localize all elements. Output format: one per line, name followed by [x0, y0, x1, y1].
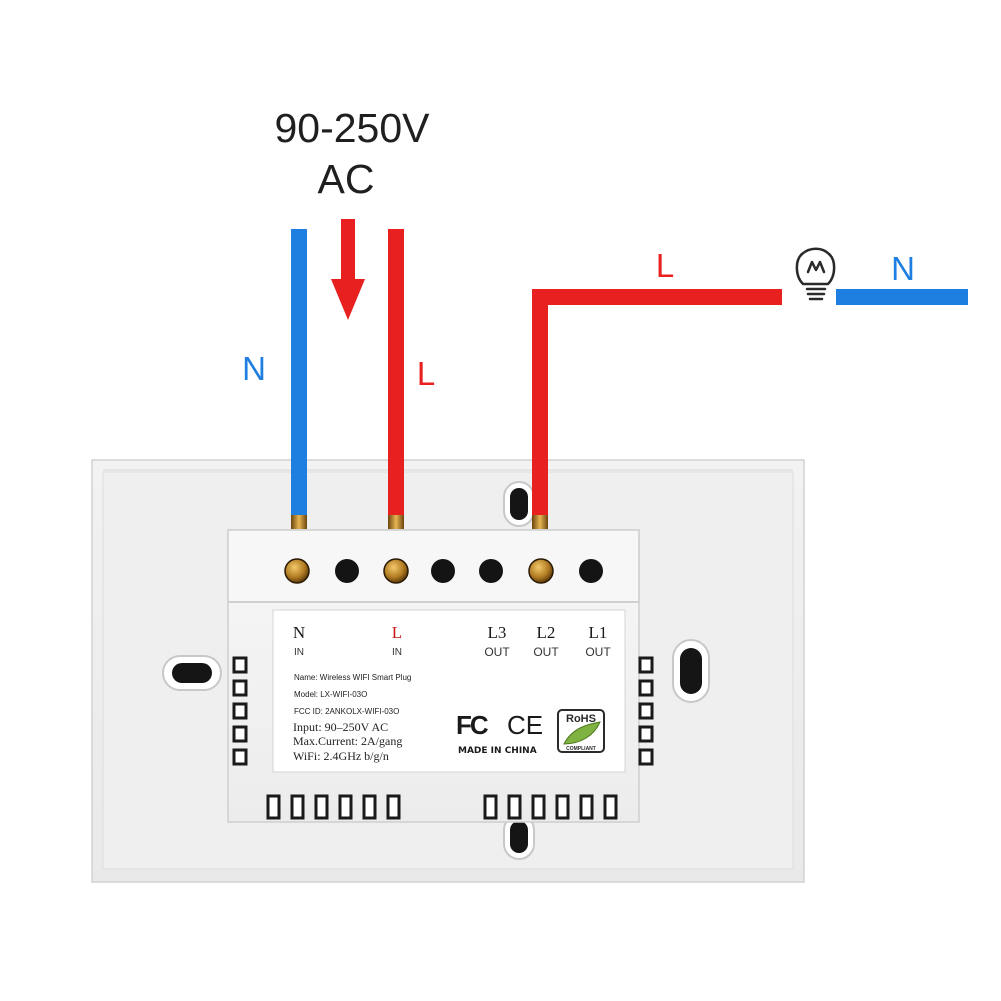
mounting-slot-left — [162, 655, 222, 691]
spec-max-current: Max.Current: 2A/gang — [293, 734, 402, 748]
spec-input: Input: 90–250V AC — [293, 720, 388, 734]
terminal-n-sub: IN — [294, 647, 304, 658]
rohs-sub-text: COMPLIANT — [566, 746, 596, 752]
spec-wifi: WiFi: 2.4GHz b/g/n — [293, 749, 389, 763]
supply-voltage: 90-250V — [274, 105, 430, 151]
terminal-l1-sub: OUT — [585, 645, 611, 659]
mounting-slot-bottom — [503, 814, 535, 860]
terminal-hole — [479, 559, 503, 583]
vents-bottom-right — [483, 794, 618, 820]
arrow-down-icon — [331, 219, 365, 320]
vents-bottom-left — [266, 794, 401, 820]
neutral-wire-label: N — [242, 350, 266, 387]
terminal-l1-name: L1 — [589, 623, 608, 642]
rohs-text: RoHS — [566, 713, 596, 725]
terminal-l-sub: IN — [392, 647, 402, 658]
terminal-l2-screw — [528, 558, 554, 584]
terminal-l3-sub: OUT — [484, 645, 510, 659]
made-in-china: MADE IN CHINA — [458, 746, 537, 756]
neutral-wire-load — [836, 289, 968, 305]
terminal-l-name: L — [392, 623, 402, 642]
load-live-label: L — [656, 247, 674, 284]
spec-name: Name: Wireless WIFI Smart Plug — [294, 673, 411, 682]
terminal-l-screw — [383, 558, 409, 584]
terminal-hole — [431, 559, 455, 583]
supply-type: AC — [318, 156, 375, 202]
terminal-block — [284, 558, 603, 584]
spec-fcc: FCC ID: 2ANKOLX-WIFI-03O — [294, 707, 399, 716]
ce-mark: CE — [507, 710, 543, 740]
rohs-badge: RoHS COMPLIANT — [557, 709, 605, 753]
terminal-n-name: N — [293, 623, 305, 642]
fc-mark: FC — [456, 710, 489, 740]
terminal-hole — [335, 559, 359, 583]
mounting-slot-top — [503, 481, 535, 527]
terminal-l2-name: L2 — [537, 623, 556, 642]
vents-left — [232, 656, 248, 766]
spec-model: Model: LX-WIFI-03O — [294, 690, 367, 699]
terminal-n-screw — [284, 558, 310, 584]
live-wire-input — [388, 229, 404, 529]
light-bulb-icon — [795, 247, 836, 301]
load-neutral-label: N — [891, 250, 915, 287]
neutral-wire-input — [291, 229, 307, 529]
live-wire-label: L — [417, 355, 435, 392]
mounting-slot-right — [672, 639, 710, 703]
live-wire-load — [532, 289, 782, 529]
vents-right — [638, 656, 654, 766]
terminal-hole — [579, 559, 603, 583]
terminal-l3-name: L3 — [488, 623, 507, 642]
terminal-l2-sub: OUT — [533, 645, 559, 659]
